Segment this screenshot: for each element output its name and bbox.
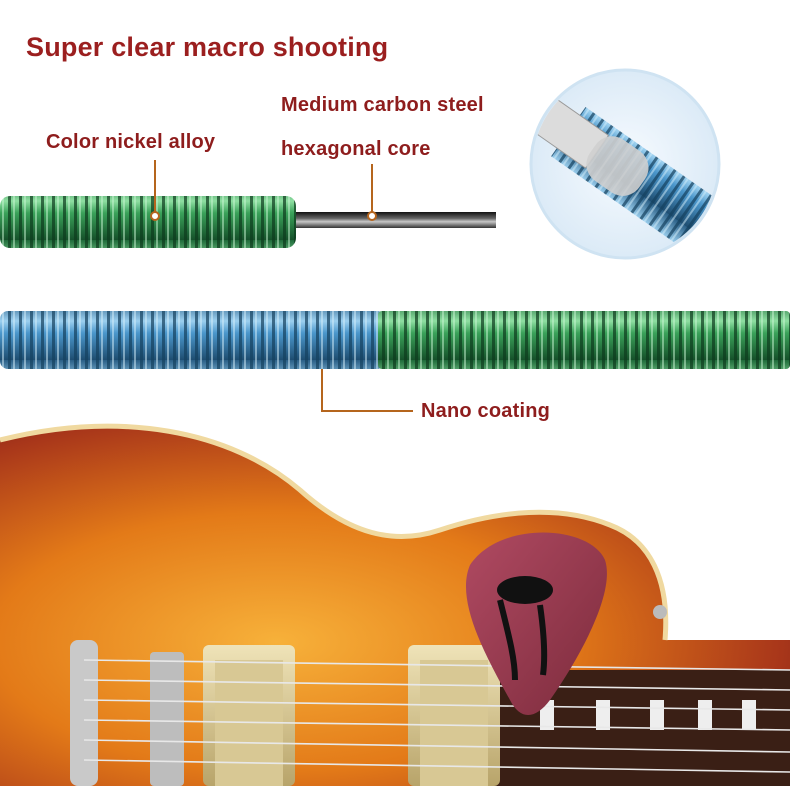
nano-coated-section — [0, 311, 385, 369]
uncoated-section — [378, 311, 790, 369]
medium-carbon-steel-label: Medium carbon steel — [281, 94, 484, 116]
hexagonal-core-label: hexagonal core — [281, 138, 431, 160]
electric-guitar-image — [0, 423, 790, 786]
hexagonal-core — [292, 212, 496, 228]
guitar-pick-image — [465, 532, 607, 715]
string-cross-section-icon — [529, 68, 721, 260]
nickel-alloy-winding — [0, 196, 296, 248]
page-title: Super clear macro shooting — [26, 32, 389, 62]
color-nickel-alloy-label: Color nickel alloy — [46, 131, 216, 153]
string-winding-middle — [0, 311, 790, 369]
string-winding-top — [0, 196, 496, 248]
nano-coating-label: Nano coating — [421, 400, 551, 422]
callout-lines — [150, 160, 413, 412]
